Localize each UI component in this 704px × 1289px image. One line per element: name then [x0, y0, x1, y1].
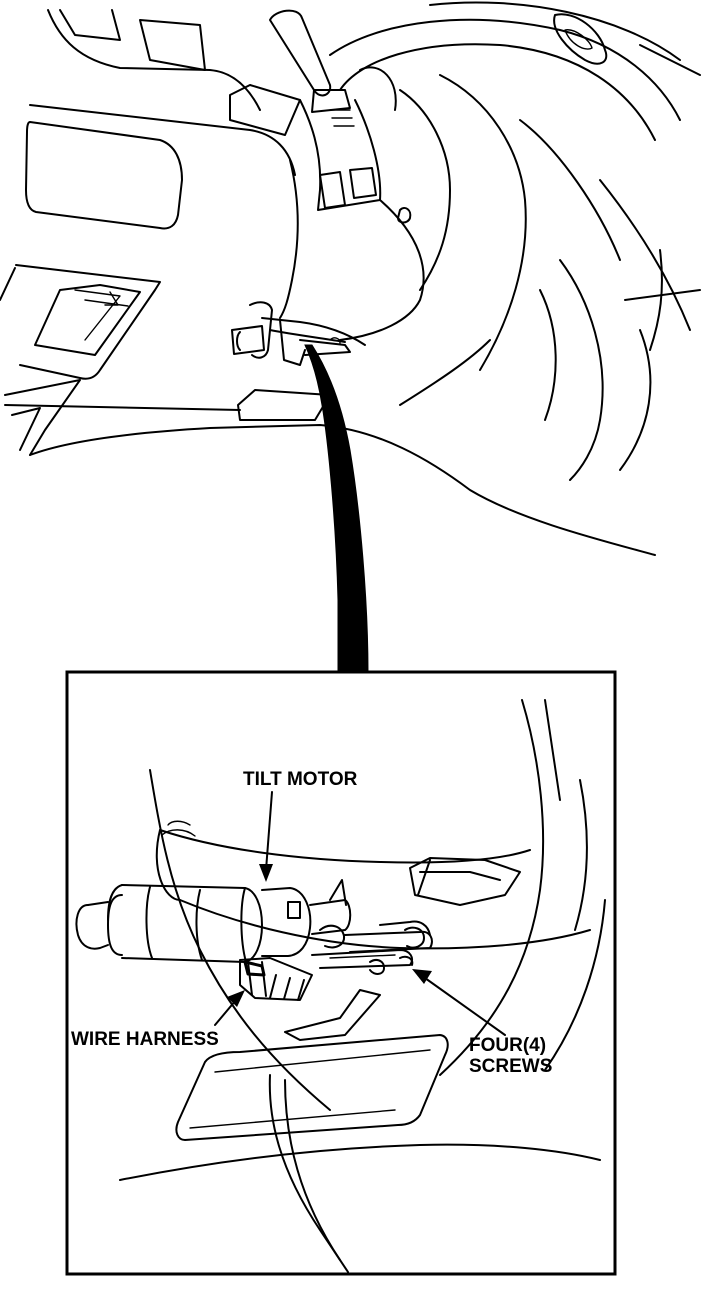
wire-harness-leader — [214, 999, 237, 1026]
four-screws-label-line2: SCREWS — [469, 1056, 553, 1077]
tilt-motor-arrowhead — [259, 864, 273, 882]
four-screws-arrowhead — [412, 969, 432, 984]
detail-inset-frame — [65, 670, 617, 1276]
four-screws-label: FOUR(4) SCREWS — [469, 1035, 552, 1077]
dashboard-overview — [0, 1, 701, 556]
tilt-motor-label: TILT MOTOR — [243, 769, 358, 790]
callout-pointer — [304, 344, 369, 673]
four-screws-label-line1: FOUR(4) — [469, 1035, 547, 1056]
tilt-motor-leader — [265, 791, 273, 871]
detail-inset-art — [75, 699, 606, 1273]
wire-harness-arrowhead — [227, 990, 245, 1007]
wire-harness-label: WIRE HARNESS — [71, 1029, 219, 1050]
four-screws-leader — [424, 977, 506, 1036]
